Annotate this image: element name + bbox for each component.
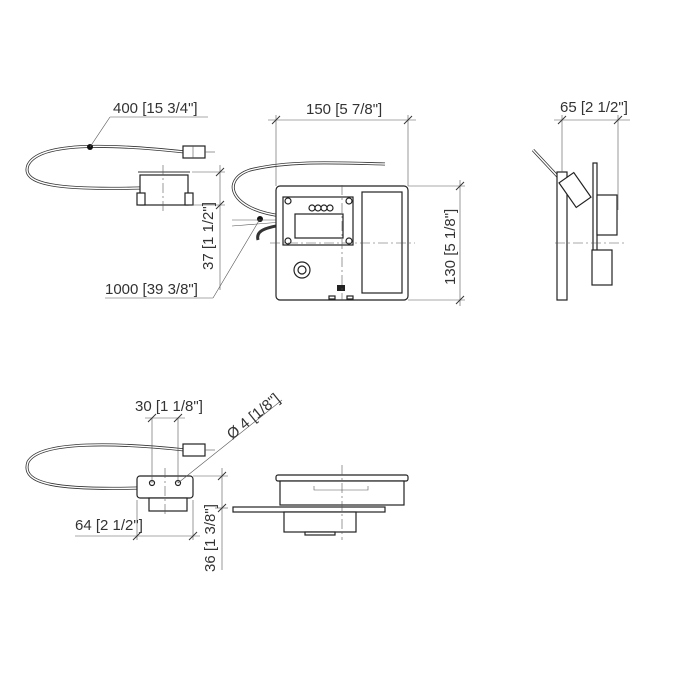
connector-plug bbox=[182, 443, 206, 457]
transformer-box bbox=[139, 174, 189, 206]
transformer-bottom-view: 30 [1 1/8"] Ø 4 [1/8"] 64 [2 1/2"] 36 [1… bbox=[25, 390, 284, 572]
dim-30-label: 30 [1 1/8"] bbox=[135, 398, 203, 415]
top-view bbox=[232, 465, 409, 540]
connector-plug bbox=[182, 145, 206, 159]
dim-400-label: 400 [15 3/4"] bbox=[113, 100, 198, 117]
dim-1000-label: 1000 [39 3/8"] bbox=[105, 281, 198, 298]
dim-65-label: 65 [2 1/2"] bbox=[560, 99, 628, 116]
transformer-top-view: 400 [15 3/4"] 37 [1 1/2"] 1000 [39 3/8"] bbox=[25, 100, 263, 299]
dim-64-label: 64 [2 1/2"] bbox=[75, 517, 143, 534]
dim-150-label: 150 [5 7/8"] bbox=[306, 101, 382, 118]
side-compartment bbox=[361, 191, 403, 294]
side-view: 65 [2 1/2"] bbox=[531, 99, 630, 301]
dim-130-label: 130 [5 1/8"] bbox=[442, 209, 459, 285]
plate bbox=[232, 506, 386, 513]
dim-37-label: 37 [1 1/2"] bbox=[200, 202, 217, 270]
dim-36-label: 36 [1 3/8"] bbox=[202, 504, 219, 572]
dim-diameter-label: Ø 4 [1/8"] bbox=[224, 390, 284, 443]
front-view: 150 [5 7/8"] 130 [5 1/8"] bbox=[231, 101, 465, 306]
